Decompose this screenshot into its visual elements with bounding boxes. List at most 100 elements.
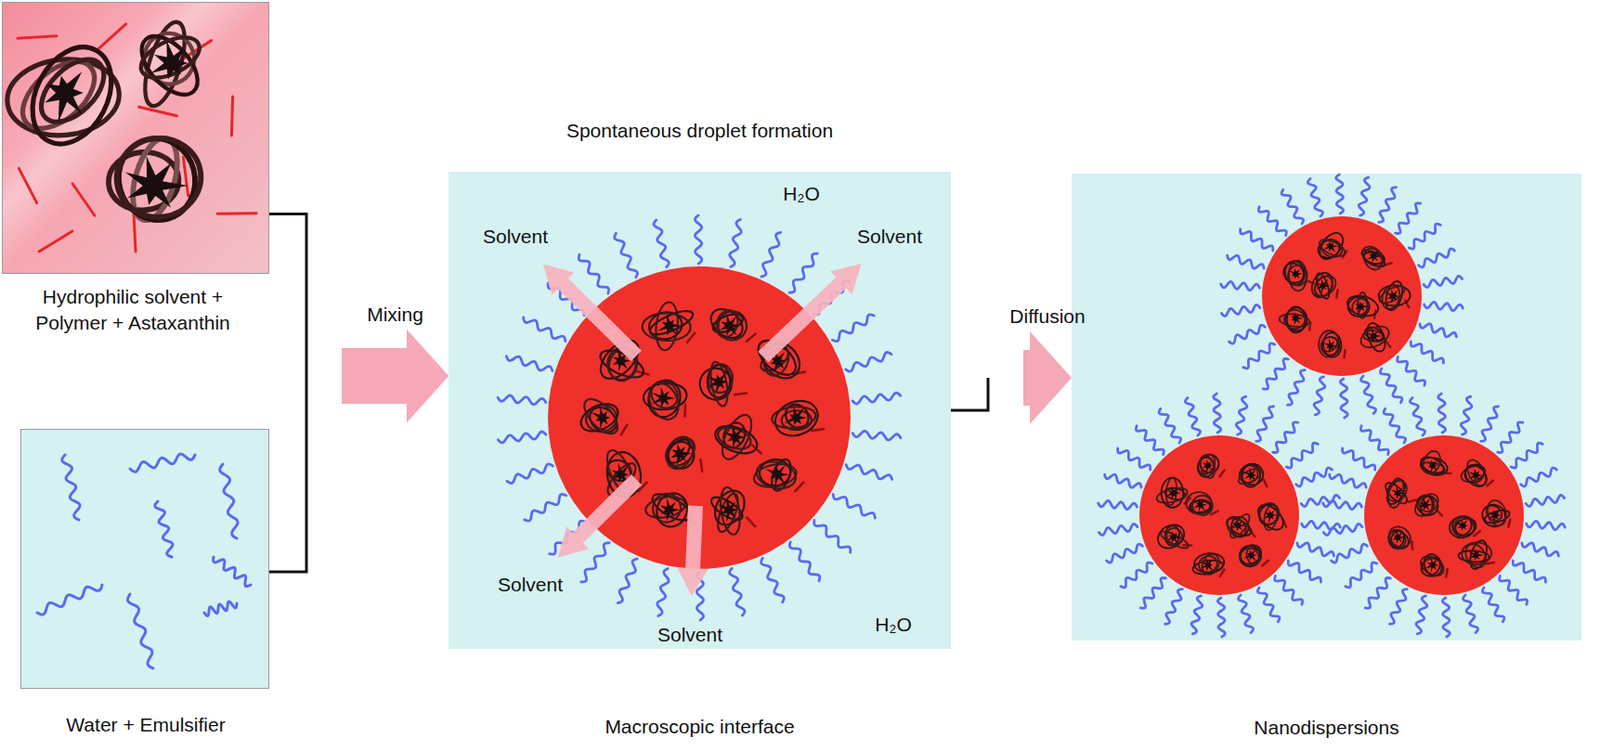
astaxanthin-molecule [182,156,188,196]
astaxanthin-molecule [1263,480,1267,488]
astaxanthin-molecule [133,212,136,252]
emulsifier-molecules [37,454,251,669]
bracket-line [269,214,307,377]
astaxanthin-molecule [217,211,257,215]
solution-box: Hydrophilic solvent + Polymer + Astaxant… [1,1,270,274]
polymer-coil [1155,477,1189,508]
astaxanthin-molecule [1219,469,1224,477]
polymer-coil [1153,520,1191,553]
polymer-coil [1417,551,1447,580]
polymer-coil [693,360,738,408]
polymer-coil [576,393,624,440]
polymer-coil [1314,228,1348,263]
bracket-line [950,377,989,411]
box-ground [1071,173,1582,641]
astaxanthin-molecule [1508,519,1510,527]
polymer-coil [1417,448,1449,478]
astaxanthin-molecule [1336,289,1338,298]
water-label: H₂O [782,182,820,206]
panel-caption: Nanodispersions [1071,715,1582,742]
astaxanthin-molecule [746,334,756,342]
solvent-arrow [543,263,862,597]
panel-caption: Hydrophilic solvent + Polymer + Astaxant… [30,284,235,338]
astaxanthin-molecule [1210,510,1219,515]
astaxanthin-molecule [700,459,703,472]
block-arrow [341,329,449,423]
astaxanthin-molecule [39,231,73,252]
box-ground [20,429,270,690]
block-arrow [341,329,449,423]
polymer-coil [1458,456,1491,491]
polymer-coil [106,130,207,229]
arrow-label: Mixing [366,302,424,326]
polymer-coil [1191,551,1225,578]
droplet [1221,174,1464,418]
polymer-coil [1344,292,1380,320]
polymer-coil [1381,476,1411,509]
solvent-label: Solvent [657,623,723,647]
panel-caption: Macroscopic interface [448,714,951,741]
polymer-coil [1457,538,1492,572]
solvent-label: Solvent [497,572,563,597]
astaxanthin-molecule [1408,500,1417,503]
polymer-coil [1222,511,1254,542]
polymer-coil [1235,541,1265,571]
astaxanthin-molecule [96,24,126,51]
water-label: H₂O [874,612,912,637]
astaxanthin-molecule [1385,340,1391,348]
polymer-coil [1377,279,1411,313]
polymer-coil [707,485,751,536]
droplet [497,215,901,621]
polymer-coil [1278,306,1311,334]
astaxanthin-molecule [1473,531,1481,536]
process-panel: Nanodispersions [1071,173,1582,641]
polymer-coil [1307,269,1340,301]
solvent-label: Solvent [482,224,548,248]
astaxanthin-molecule [1485,562,1494,564]
panel-caption: Water + Emulsifier [21,712,271,739]
astaxanthin-molecule [17,36,57,40]
astaxanthin-molecule [683,403,687,417]
polymer-coil [660,431,701,474]
astaxanthin-molecule [18,168,37,203]
solvent-label: Solvent [857,224,923,248]
polymer-coil [1478,498,1511,532]
astaxanthin-molecule [1342,350,1346,358]
polymer-coil [643,488,694,532]
polymer-coil [1410,489,1443,521]
panel-heading: Spontaneous droplet formation [448,117,951,144]
solution-box: Water + Emulsifier [20,429,270,690]
bracket-line [269,376,307,573]
block-arrow [1023,331,1072,425]
polymer-coil [1448,512,1479,540]
flow-arrow [950,331,1072,425]
polymer-coil [1279,259,1309,291]
polymer-coil [1185,492,1216,520]
flow-arrow [269,329,449,573]
polymer-coil [642,376,689,425]
box-ground [1,1,270,274]
solution-contents [3,17,257,252]
polymer-coil [1357,320,1392,354]
astaxanthin-molecule [621,424,628,435]
droplet [1098,393,1341,638]
polymer-coil [769,394,823,443]
polymer-coil [711,410,761,464]
polymer-coil [705,303,750,345]
astaxanthin-molecule [139,106,178,117]
astaxanthin-molecule [794,482,804,492]
polymer-coil [641,300,696,352]
astaxanthin-molecule [734,393,747,396]
astaxanthin-molecule [1220,570,1224,577]
astaxanthin-molecule [1410,541,1414,549]
polymer-coil [1385,522,1416,553]
flow-arrow [269,214,449,423]
polymer-coil [1195,451,1221,481]
astaxanthin-molecule [811,429,824,431]
polymer-coil [130,17,208,111]
astaxanthin-molecule [1486,481,1493,487]
polymer-coil [1317,329,1343,360]
polymer-coil [752,456,799,494]
